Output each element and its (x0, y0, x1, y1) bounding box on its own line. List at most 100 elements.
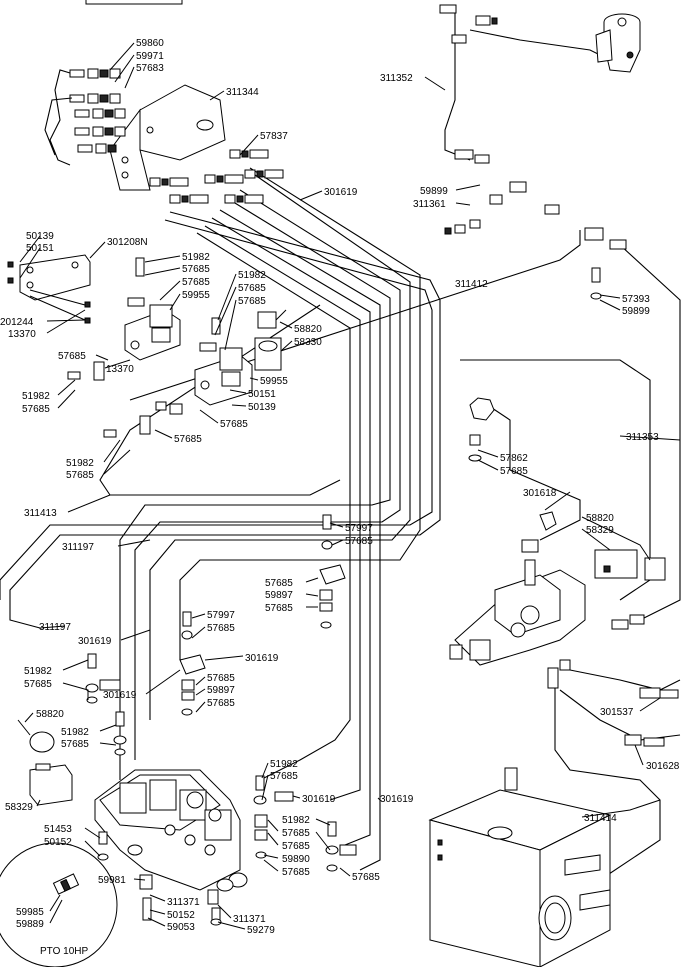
solenoid-58820-left (17, 719, 55, 753)
part-label: 311353 (626, 432, 659, 443)
part-label: 51982 (238, 270, 266, 281)
part-label: 301208N (107, 237, 148, 248)
left-fittings-set (67, 361, 183, 438)
part-label: 58330 (294, 337, 322, 348)
part-label: 301619 (324, 187, 358, 198)
part-label: 57685 (352, 872, 380, 883)
leader-lines (19, 42, 681, 930)
part-label: 59985 (16, 907, 44, 918)
part-label: 57685 (66, 470, 94, 481)
right-valve-fittings (547, 614, 679, 747)
part-label: 311413 (24, 508, 57, 519)
part-label: 57685 (207, 673, 235, 684)
pump-fittings (439, 4, 498, 44)
part-label: 311371 (167, 897, 200, 908)
part-label: 57997 (345, 523, 373, 534)
part-label: 301619 (103, 690, 137, 701)
part-label: 57862 (500, 453, 528, 464)
part-label: 57685 (22, 404, 50, 415)
part-label: 57685 (58, 351, 86, 362)
manifold-fittings (44, 68, 284, 204)
part-label: 51453 (44, 824, 72, 835)
part-label: 51982 (24, 666, 52, 677)
part-label: 58329 (586, 525, 614, 536)
part-label: 57685 (174, 434, 202, 445)
part-label: 301619 (380, 794, 414, 805)
part-label: 13370 (106, 364, 134, 375)
part-label: 57685 (61, 739, 89, 750)
part-label: 57685 (265, 603, 293, 614)
part-label: 57685 (238, 283, 266, 294)
part-label: 59899 (622, 306, 650, 317)
part-label: 58820 (294, 324, 322, 335)
part-label: 59955 (260, 376, 288, 387)
part-label: 51982 (22, 391, 50, 402)
part-label: 301619 (245, 653, 279, 664)
part-label: 58820 (586, 513, 614, 524)
part-label: 57837 (260, 131, 288, 142)
part-label: 301619 (302, 794, 336, 805)
title-box (85, 0, 183, 5)
steering-pump (595, 13, 641, 73)
part-label: 59897 (265, 590, 293, 601)
part-label: 57685 (207, 698, 235, 709)
part-label: 57685 (282, 867, 310, 878)
part-label: 59899 (420, 186, 448, 197)
part-label: 311197 (62, 542, 94, 553)
part-label: 301619 (78, 636, 112, 647)
part-label: 57685 (265, 578, 293, 589)
center-fittings (179, 514, 346, 716)
part-label: 311414 (584, 813, 617, 824)
part-label: 57683 (136, 63, 164, 74)
part-number-labels: 59860 59971 57683 311344 57837 301619 31… (0, 38, 680, 957)
part-label: 51982 (61, 727, 89, 738)
part-label: 50152 (44, 837, 72, 848)
valve-59955-upper (124, 257, 181, 361)
part-label: 57685 (270, 771, 298, 782)
left-lower-fittings (85, 653, 127, 756)
part-label: 59860 (136, 38, 164, 49)
solenoid-58820 (257, 309, 287, 329)
part-label: 57685 (182, 264, 210, 275)
part-label: 57685 (207, 623, 235, 634)
part-label: 50152 (167, 910, 195, 921)
part-label: 311361 (413, 199, 446, 210)
part-label: 57685 (220, 419, 248, 430)
part-label: 311344 (226, 87, 259, 98)
bracket-301208N (7, 254, 91, 324)
elbow-fitting-57862 (468, 397, 495, 462)
part-label: 59955 (182, 290, 210, 301)
part-label: 59897 (207, 685, 235, 696)
part-label: 57685 (182, 277, 210, 288)
pto-caption: PTO 10HP (40, 946, 88, 957)
part-label: 50151 (26, 243, 54, 254)
part-label: 59890 (282, 854, 310, 865)
tee-fittings-311361 (444, 149, 627, 300)
part-label: 57685 (282, 841, 310, 852)
coil-58330 (254, 337, 282, 371)
part-label: 57997 (207, 610, 235, 621)
part-label: 59981 (98, 875, 126, 886)
part-label: 58329 (5, 802, 33, 813)
part-label: 51982 (270, 759, 298, 770)
part-label: 59279 (247, 925, 275, 936)
hose-routes (0, 10, 681, 881)
part-label: 50139 (248, 402, 276, 413)
part-label: 50139 (26, 231, 54, 242)
lower-valve-body (94, 769, 248, 905)
part-label: 59971 (136, 51, 164, 62)
hydraulic-tank (428, 767, 612, 967)
lower-valve-fittings (97, 775, 357, 926)
part-label: 201244 (0, 317, 34, 328)
part-label: 311412 (455, 279, 488, 290)
part-label: 13370 (8, 329, 36, 340)
part-label: 311352 (380, 73, 413, 84)
part-label: 301618 (523, 488, 557, 499)
part-label: 59053 (167, 922, 195, 933)
part-label: 57685 (238, 296, 266, 307)
part-label: 58820 (36, 709, 64, 720)
part-label: 50151 (248, 389, 276, 400)
part-label: 311371 (233, 914, 266, 925)
